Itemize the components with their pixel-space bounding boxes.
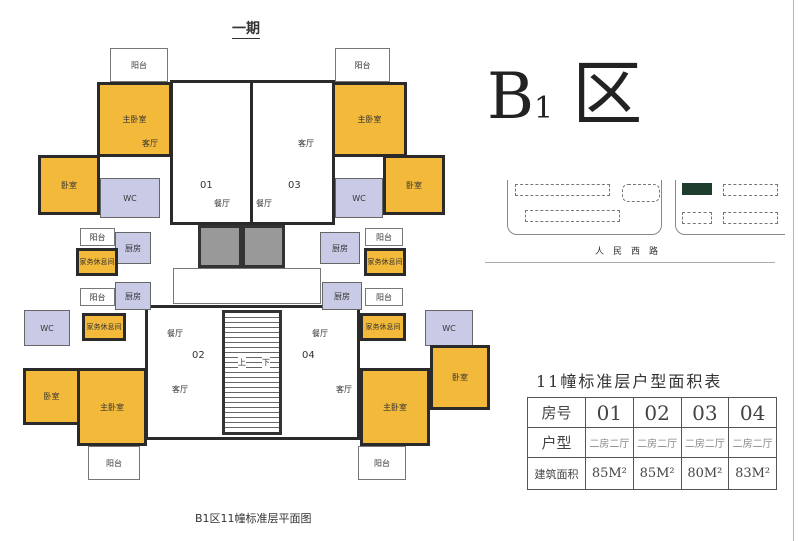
phase-label: 一期 — [232, 18, 260, 39]
master-bedroom: 主卧室 — [360, 368, 430, 446]
building-outline — [622, 184, 660, 202]
utility-room: 家务休息间 — [76, 248, 118, 276]
road-label: 人民西路 — [595, 247, 668, 257]
balcony: 阳台 — [88, 446, 140, 480]
zone-number: 1 — [534, 91, 554, 126]
bedroom: 卧室 — [23, 368, 80, 425]
bedroom: 卧室 — [38, 155, 100, 215]
wc: WC — [425, 310, 473, 346]
master-bedroom: 主卧室 — [77, 368, 147, 446]
staircase — [222, 310, 282, 435]
area-cell: 83M² — [728, 457, 777, 490]
living-label: 客厅 — [172, 385, 188, 394]
building-outline — [723, 184, 778, 196]
kitchen: 厨房 — [115, 282, 151, 310]
unit-number-04: 04 — [302, 350, 315, 361]
bedroom: 卧室 — [430, 345, 490, 410]
utility-room: 家务休息间 — [364, 248, 406, 276]
kitchen: 厨房 — [115, 232, 151, 264]
frame-line — [793, 0, 794, 541]
living-label: 客厅 — [336, 385, 352, 394]
table-row: 户型 二房二厅 二房二厅 二房二厅 二房二厅 — [527, 427, 777, 458]
table-title: 11幢标准层户型面积表 — [536, 372, 723, 391]
stairs-up-label: 上 — [238, 357, 246, 368]
balcony: 阳台 — [110, 48, 168, 82]
building-outline — [682, 212, 712, 224]
unit-cell: 01 — [585, 397, 634, 428]
site-map: 人民西路 — [485, 180, 785, 263]
zone-suffix: 区 — [572, 53, 643, 135]
unit-number-03: 03 — [288, 180, 301, 191]
dining-label: 餐厅 — [167, 329, 183, 338]
building-11-highlight — [682, 183, 712, 195]
area-cell: 80M² — [680, 457, 730, 490]
kitchen: 厨房 — [322, 282, 362, 310]
unit-number-01: 01 — [200, 180, 213, 191]
master-bedroom: 主卧室 — [332, 82, 407, 157]
site-block — [675, 180, 785, 235]
balcony: 阳台 — [80, 288, 115, 306]
dining-label: 餐厅 — [256, 199, 272, 208]
living-label: 客厅 — [298, 139, 314, 148]
type-cell: 二房二厅 — [585, 427, 634, 458]
building-outline — [525, 210, 620, 222]
balcony: 阳台 — [358, 446, 406, 480]
unit-number-02: 02 — [192, 350, 205, 361]
wc: WC — [335, 178, 383, 218]
utility-room: 家务休息间 — [360, 313, 406, 341]
floor-plan: 阳台 主卧室 卧室 WC 阳台 厨房 家务休息间 客厅 01 餐厅 阳台 主卧室… — [23, 48, 490, 480]
row-header: 建筑面积 — [527, 457, 586, 490]
row-header: 房号 — [527, 397, 586, 428]
wc: WC — [100, 178, 160, 218]
site-block — [507, 180, 662, 235]
area-cell: 85M² — [632, 457, 682, 490]
area-table: 房号 01 02 03 04 户型 二房二厅 二房二厅 二房二厅 二房二厅 建筑… — [527, 397, 777, 490]
elevator — [242, 225, 285, 268]
dining-label: 餐厅 — [312, 329, 328, 338]
balcony: 阳台 — [365, 288, 403, 306]
kitchen: 厨房 — [320, 232, 360, 264]
table-row: 房号 01 02 03 04 — [527, 397, 777, 428]
balcony: 阳台 — [335, 48, 390, 82]
dining-label: 餐厅 — [214, 199, 230, 208]
corridor — [173, 268, 321, 304]
road-line — [485, 262, 775, 263]
living-label: 客厅 — [142, 139, 158, 148]
zone-letter: B — [487, 60, 535, 134]
area-cell: 85M² — [585, 457, 634, 490]
wc: WC — [24, 310, 70, 346]
building-outline — [515, 184, 610, 196]
unit-cell: 04 — [728, 397, 777, 428]
building-outline — [723, 212, 778, 224]
unit-cell: 03 — [680, 397, 730, 428]
bedroom: 卧室 — [383, 155, 445, 215]
utility-room: 家务休息间 — [82, 313, 126, 341]
balcony: 阳台 — [365, 228, 403, 246]
party-wall — [250, 80, 253, 225]
elevator — [198, 225, 242, 268]
stairs-down-label: 下 — [262, 357, 270, 368]
type-cell: 二房二厅 — [632, 427, 682, 458]
zone-title: B1 区 — [487, 38, 642, 139]
row-header: 户型 — [527, 427, 586, 458]
table-row: 建筑面积 85M² 85M² 80M² 83M² — [527, 457, 777, 490]
unit-cell: 02 — [632, 397, 682, 428]
master-bedroom: 主卧室 — [97, 82, 172, 157]
plan-caption: B1区11幢标准层平面图 — [195, 512, 312, 525]
balcony: 阳台 — [80, 228, 115, 246]
type-cell: 二房二厅 — [728, 427, 777, 458]
type-cell: 二房二厅 — [680, 427, 730, 458]
